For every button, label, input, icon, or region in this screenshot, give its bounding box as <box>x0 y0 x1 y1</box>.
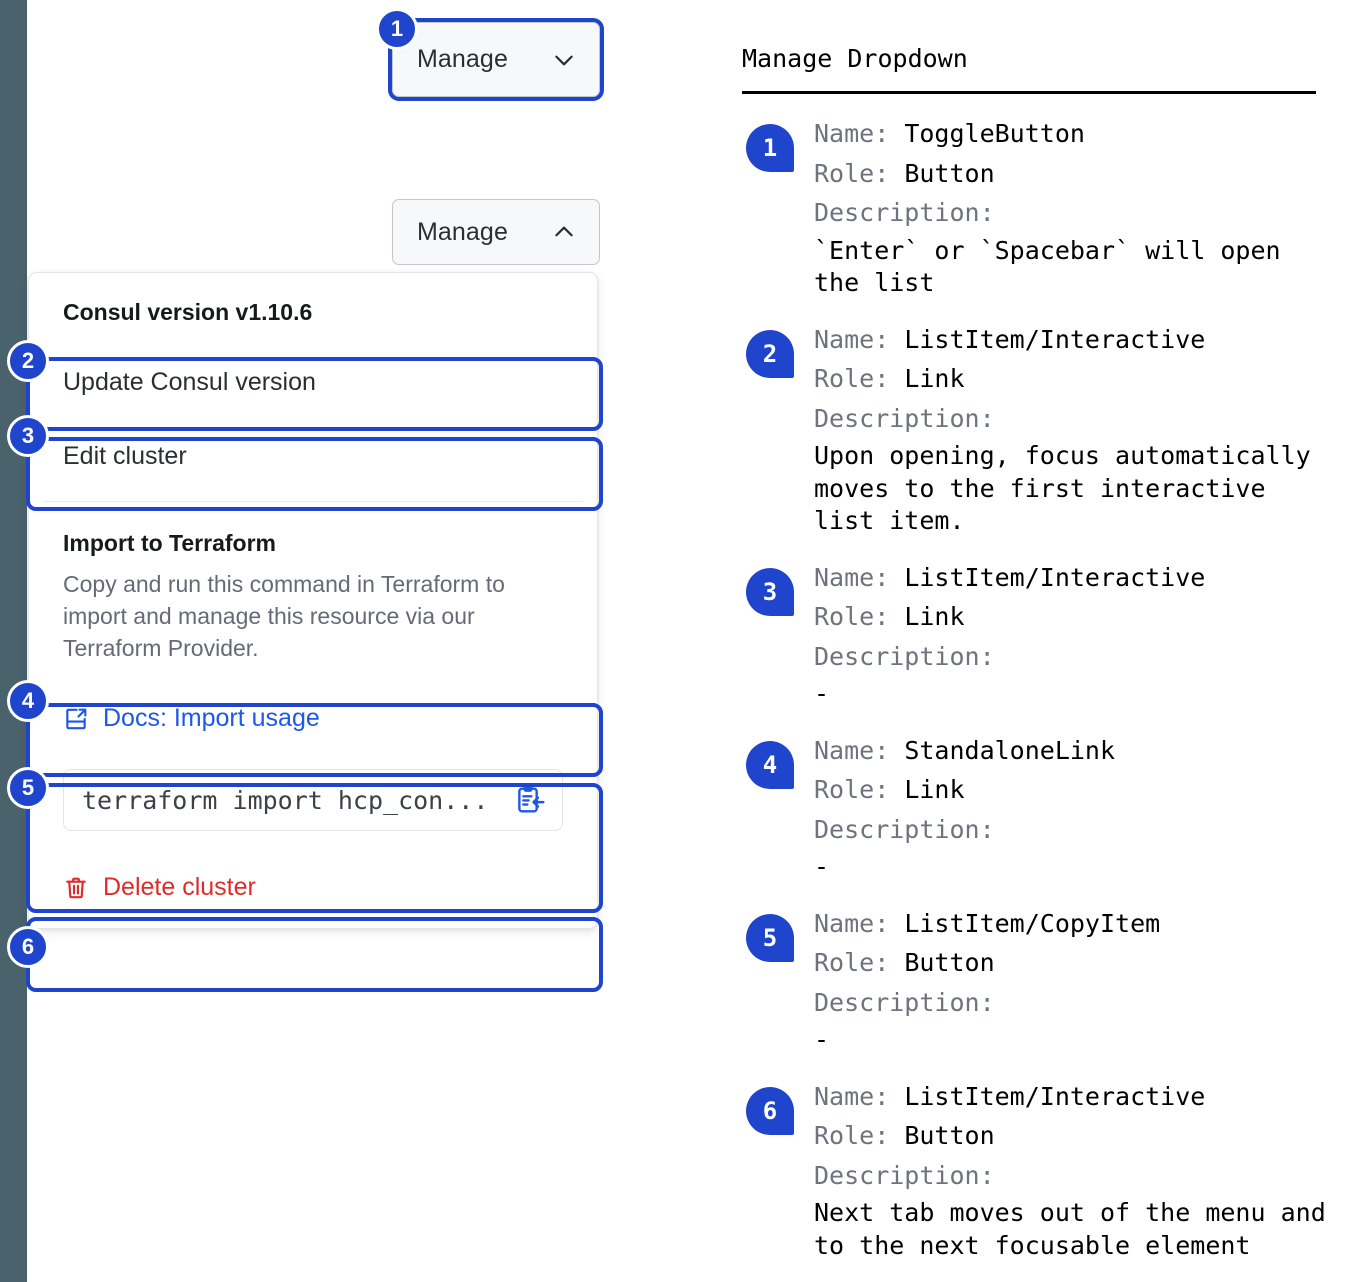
legend-name-key: Name: <box>814 1081 905 1111</box>
legend-role: Role: Button <box>814 1116 1342 1156</box>
clipboard-copy-icon[interactable] <box>514 784 546 816</box>
manage-toggle-button-collapsed[interactable]: Manage <box>392 22 600 97</box>
terraform-command-text: terraform import hcp_con... <box>82 785 489 815</box>
legend-description-label: Description: <box>814 641 995 671</box>
legend-role: Role: Button <box>814 154 1342 194</box>
legend-name-key: Name: <box>814 908 905 938</box>
legend-name-value: StandaloneLink <box>904 735 1116 765</box>
legend-role-key: Role: <box>814 158 905 188</box>
legend-description-value: - <box>814 852 830 881</box>
legend-role-value: Button <box>904 158 995 188</box>
menu-item-update-consul-version[interactable]: Update Consul version <box>63 367 316 396</box>
legend-name: Name: ListItem/Interactive <box>814 320 1342 360</box>
manage-toggle-button-expanded[interactable]: Manage <box>392 199 600 265</box>
legend-description-value: Next tab moves out of the menu and to th… <box>814 1198 1326 1260</box>
legend-rule <box>742 91 1316 94</box>
legend-name: Name: StandaloneLink <box>814 731 1342 771</box>
legend-name-key: Name: <box>814 119 905 148</box>
legend-role-value: Button <box>904 1121 995 1150</box>
legend-description-value: `Enter` or `Spacebar` will open the list <box>814 235 1281 298</box>
legend-pin-badge: 2 <box>746 329 794 378</box>
consul-version-heading: Consul version v1.10.6 <box>63 299 313 325</box>
delete-cluster-label: Delete cluster <box>103 873 256 902</box>
legend-name-value: ListItem/Interactive <box>904 324 1206 354</box>
legend-pin-badge: 3 <box>746 567 794 616</box>
legend-pin-badge: 1 <box>746 124 794 172</box>
legend-description-label: Description: <box>814 1160 995 1190</box>
legend-name-value: ListItem/Interactive <box>904 1081 1206 1111</box>
trash-icon <box>66 877 86 899</box>
legend-name-value: ToggleButton <box>904 119 1085 148</box>
step-badge-1: 1 <box>376 8 418 50</box>
external-doc-link-icon <box>66 708 87 730</box>
menu-item-edit-cluster[interactable]: Edit cluster <box>63 441 187 470</box>
legend-role-key: Role: <box>814 602 905 631</box>
legend-role-key: Role: <box>814 948 905 977</box>
legend-role-value: Link <box>904 602 965 631</box>
legend-description-label: Description: <box>814 987 995 1017</box>
menu-item-delete-cluster[interactable]: Delete cluster <box>29 851 597 928</box>
manage-toggle-label-expanded: Manage <box>417 217 508 246</box>
legend-name-key: Name: <box>814 735 905 765</box>
legend-role-value: Link <box>904 364 965 393</box>
manage-dropdown-panel: Consul version v1.10.6 Update Consul ver… <box>28 272 598 930</box>
menu-divider <box>43 500 583 502</box>
legend-role-value: Button <box>904 948 995 977</box>
legend-pin-badge: 4 <box>746 740 794 789</box>
legend-name-key: Name: <box>814 562 905 592</box>
dropdown-diagram-pane: Manage Manage Consul version v1.10.6 Upd… <box>7 8 604 992</box>
legend-role-value: Link <box>904 775 965 804</box>
legend-description-label: Description: <box>814 814 995 844</box>
step-badge-3: 3 <box>7 415 49 457</box>
legend-role: Role: Link <box>814 770 1342 810</box>
chevron-down-icon <box>555 55 573 65</box>
legend-name: Name: ListItem/Interactive <box>814 558 1342 598</box>
legend-description-label: Description: <box>814 198 995 227</box>
legend-role: Role: Button <box>814 943 1342 983</box>
legend-name-value: ListItem/CopyItem <box>904 908 1161 938</box>
app-left-rail <box>0 0 27 1282</box>
legend-name: Name: ToggleButton <box>814 114 1342 154</box>
legend-role-key: Role: <box>814 775 905 804</box>
legend-description-label: Description: <box>814 403 995 433</box>
terraform-command-field[interactable]: terraform import hcp_con... <box>63 769 563 832</box>
manage-toggle-label: Manage <box>417 45 508 73</box>
legend-role: Role: Link <box>814 359 1342 399</box>
legend-name-key: Name: <box>814 324 905 354</box>
menu-item-docs-import-usage[interactable]: Docs: Import usage <box>29 684 597 753</box>
legend-description-value: Upon opening, focus automatically moves … <box>814 441 1311 535</box>
legend-role-key: Role: <box>814 364 905 393</box>
step-badge-4: 4 <box>7 680 49 722</box>
docs-import-usage-label: Docs: Import usage <box>103 704 320 733</box>
chevron-up-icon <box>555 226 573 237</box>
legend-pin-badge: 6 <box>746 1086 794 1135</box>
legend-name-value: ListItem/Interactive <box>904 562 1206 592</box>
step-badge-2: 2 <box>7 340 49 382</box>
legend-description-value: - <box>814 679 830 708</box>
import-terraform-description: Copy and run this command in Terraform t… <box>63 571 505 661</box>
import-terraform-heading: Import to Terraform <box>63 529 276 556</box>
legend-name: Name: ListItem/Interactive <box>814 1077 1342 1117</box>
legend-title: Manage Dropdown <box>742 44 968 73</box>
step-badge-5: 5 <box>7 767 49 809</box>
terraform-command-wrap: terraform import hcp_con... <box>29 753 597 851</box>
legend-name: Name: ListItem/CopyItem <box>814 904 1342 944</box>
legend-description-value: - <box>814 1025 830 1054</box>
legend-role: Role: Link <box>814 597 1342 637</box>
step-badge-6: 6 <box>7 926 49 968</box>
legend-role-key: Role: <box>814 1121 905 1150</box>
legend-pin-badge: 5 <box>746 913 794 962</box>
